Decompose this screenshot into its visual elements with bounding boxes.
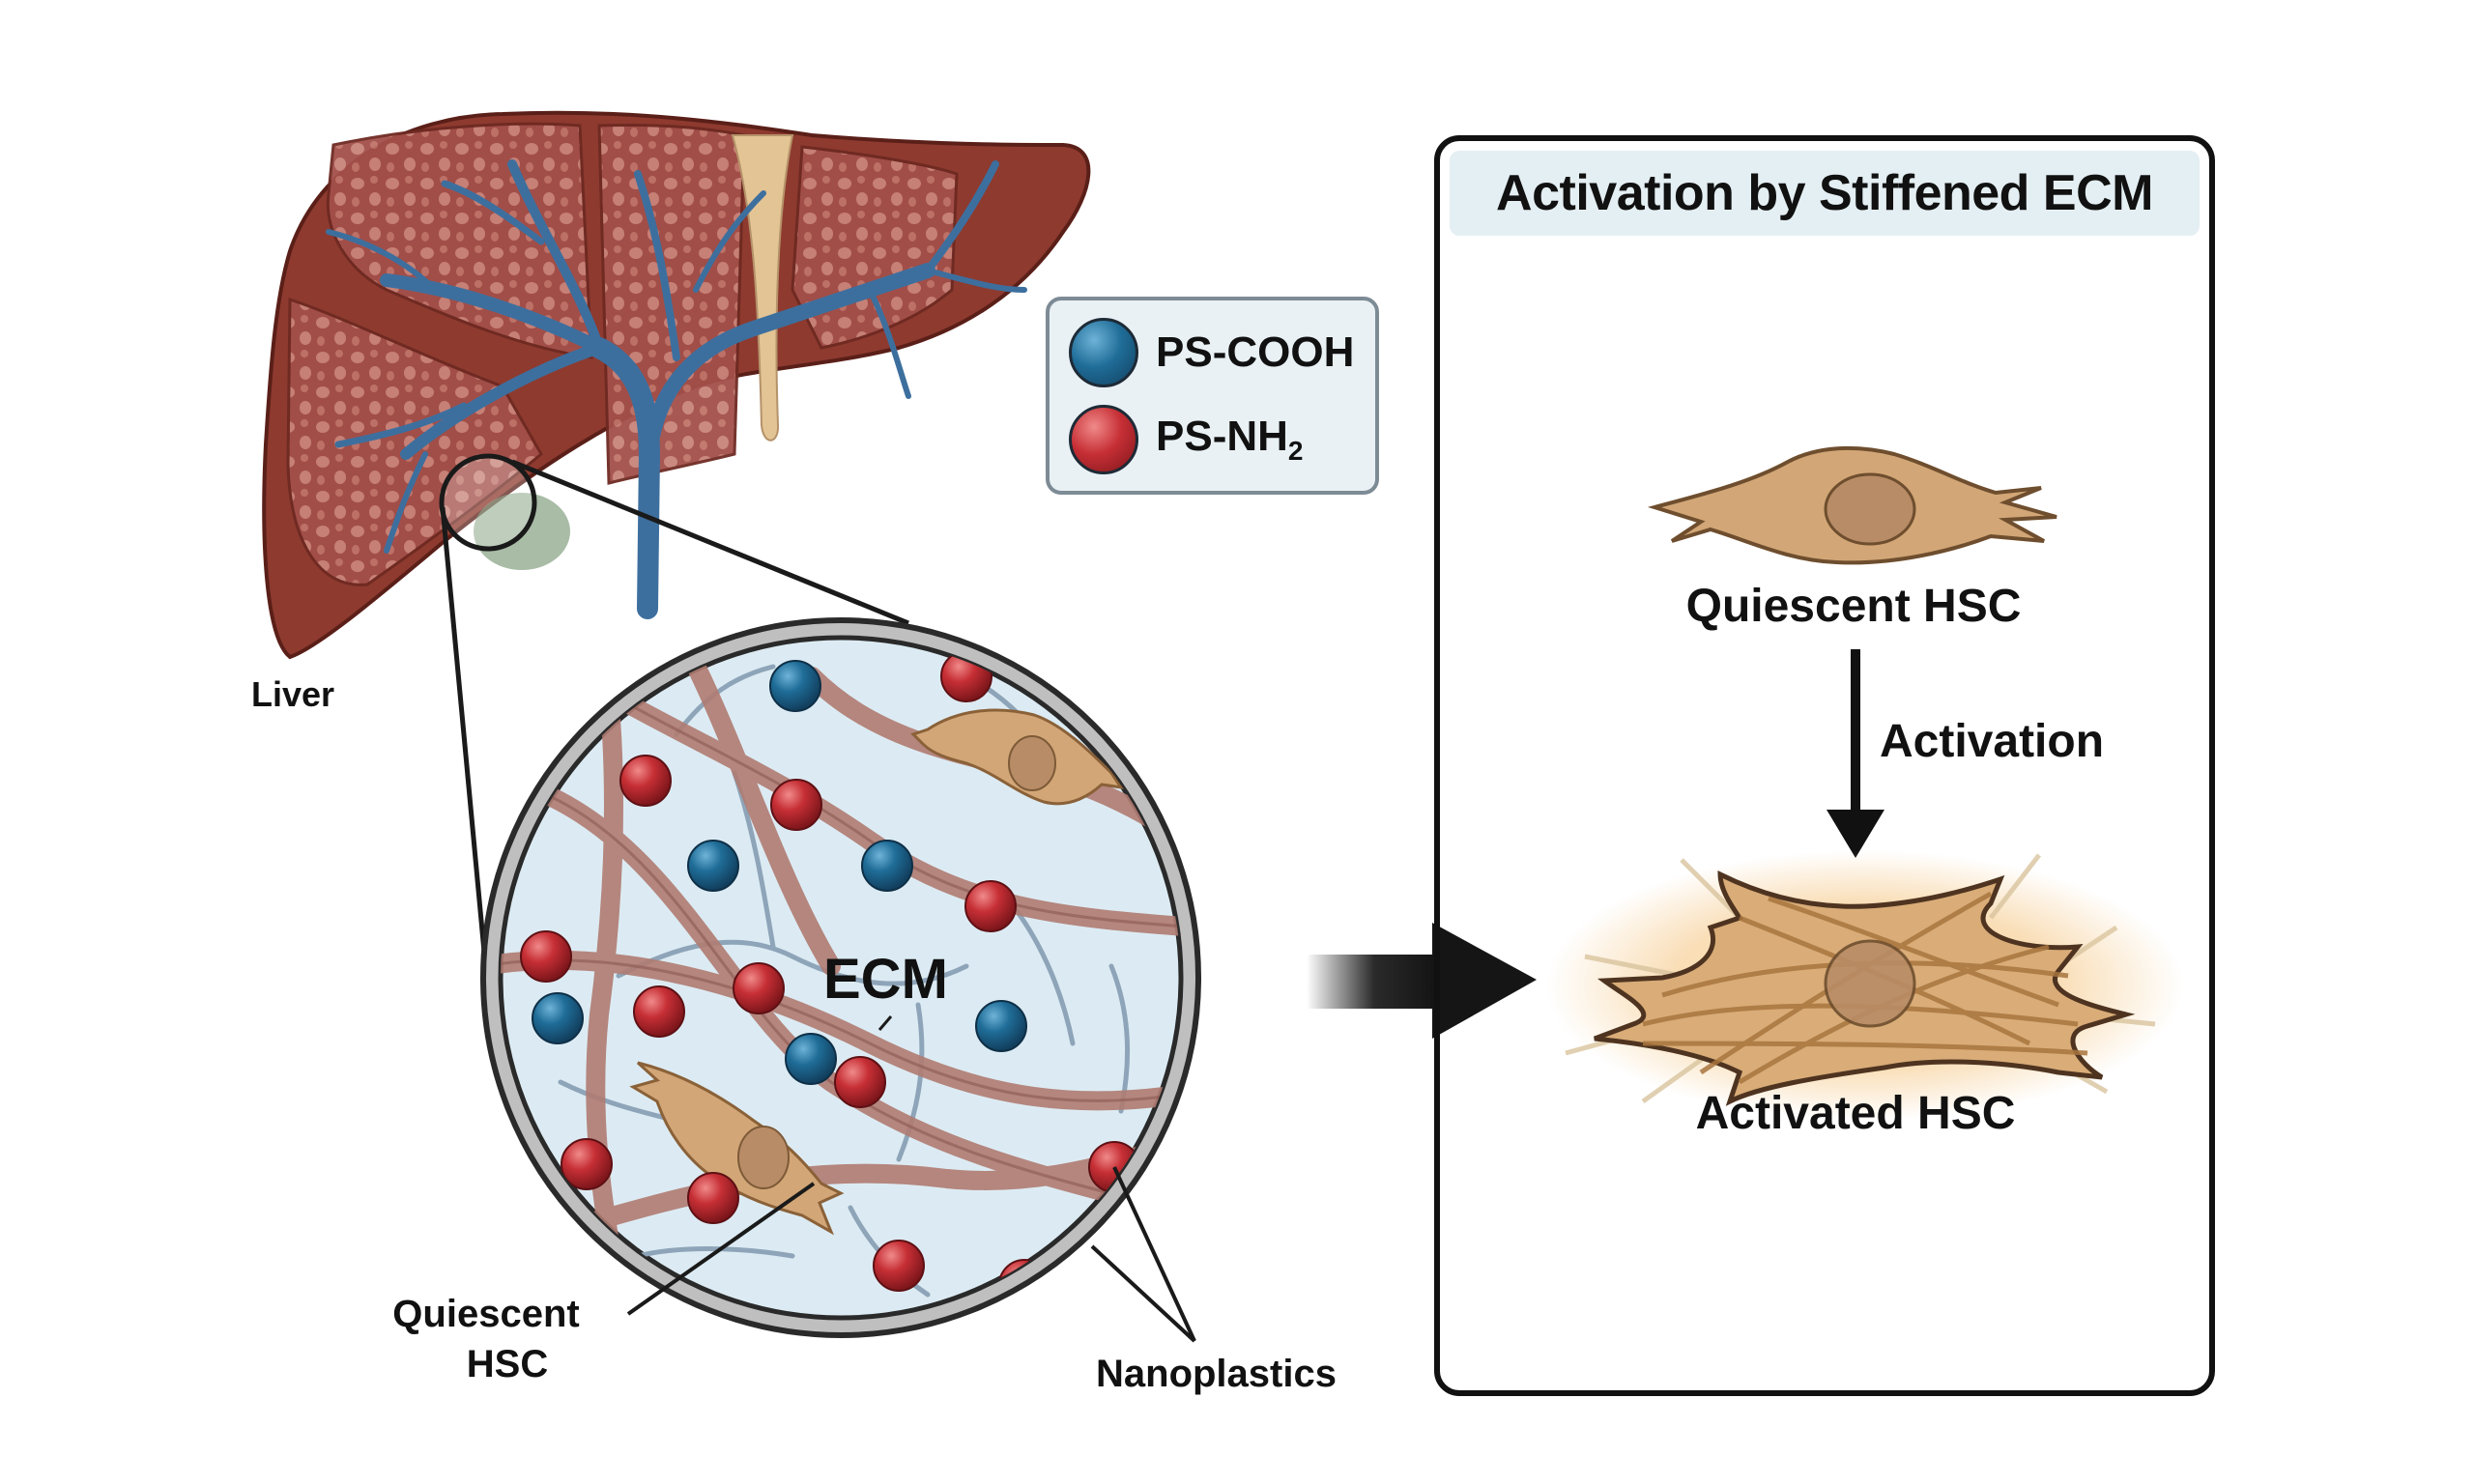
activation-panel: Activation by Stiffened ECM [1434, 135, 2215, 1396]
ps-nh2-particle [964, 880, 1017, 932]
liver-illustration [262, 110, 1091, 660]
nanoplastics-leader-2 [1090, 1244, 1196, 1343]
quiescent-hsc-label-line2: HSC [466, 1343, 549, 1385]
ps-nh2-particle [633, 985, 685, 1038]
ps-nh2-particle [770, 779, 822, 831]
ps-nh2-particle [834, 1056, 886, 1108]
ps-nh2-particle [561, 1138, 613, 1190]
legend-label-ps-nh2: PS-NH2 [1156, 413, 1303, 467]
ps-cooh-particle [975, 1000, 1027, 1052]
ps-nh2-particle [1195, 1001, 1246, 1051]
nanoplastics-label: Nanoplastics [1096, 1353, 1337, 1395]
ps-nh2-particle [687, 1172, 739, 1224]
panel-header: Activation by Stiffened ECM [1450, 151, 2200, 236]
zoom-region-circle [439, 453, 537, 552]
ps-nh2-particle [619, 755, 672, 807]
panel-activated-hsc-label: Activated HSC [1695, 1088, 2016, 1139]
ps-cooh-particle [532, 992, 584, 1044]
ps-nh2-particle [873, 1240, 925, 1292]
ps-cooh-particle [785, 1033, 837, 1085]
ecm-hsc-cell-upper [910, 708, 1125, 806]
ps-cooh-particle [687, 840, 739, 892]
zoom-connector-right [511, 459, 909, 626]
ps-cooh-particle [769, 660, 821, 712]
falciform-ligament [731, 134, 794, 442]
nanoplastics-leader-1 [1112, 1166, 1196, 1342]
legend-item-ps-cooh: PS-COOH [1069, 318, 1354, 387]
ecm-label-leader [877, 1015, 893, 1031]
portal-vein [326, 159, 1027, 619]
red-particle-icon [1069, 405, 1138, 474]
legend-label-ps-cooh: PS-COOH [1156, 328, 1355, 376]
transition-arrow-icon [1307, 923, 1537, 1039]
activation-label: Activation [1880, 716, 2105, 767]
quiescent-hsc-leader [626, 1182, 816, 1316]
ps-nh2-particle [520, 930, 572, 983]
ps-cooh-particle [861, 840, 913, 892]
legend-label-subscript: 2 [1287, 435, 1304, 466]
ps-nh2-particle [733, 962, 785, 1014]
activation-arrow-icon [1827, 649, 1884, 858]
blue-particle-icon [1069, 318, 1138, 387]
quiescent-hsc-label-line1: Quiescent [392, 1293, 580, 1335]
legend-item-ps-nh2: PS-NH2 [1069, 405, 1303, 474]
quiescent-hsc-cell-icon [1647, 445, 2057, 565]
particle-legend: PS-COOH PS-NH2 [1046, 297, 1379, 495]
panel-quiescent-hsc-label: Quiescent HSC [1685, 581, 2022, 632]
panel-title: Activation by Stiffened ECM [1496, 165, 2153, 221]
ecm-label: ECM [823, 948, 948, 1011]
legend-label-ps-nh2-text: PS-NH [1156, 413, 1288, 461]
activated-hsc-cell-icon [1546, 850, 2184, 1121]
ecm-hsc-cell-lower [629, 1061, 845, 1236]
ecm-magnified-view [480, 617, 1246, 1343]
liver-label: Liver [251, 674, 335, 714]
